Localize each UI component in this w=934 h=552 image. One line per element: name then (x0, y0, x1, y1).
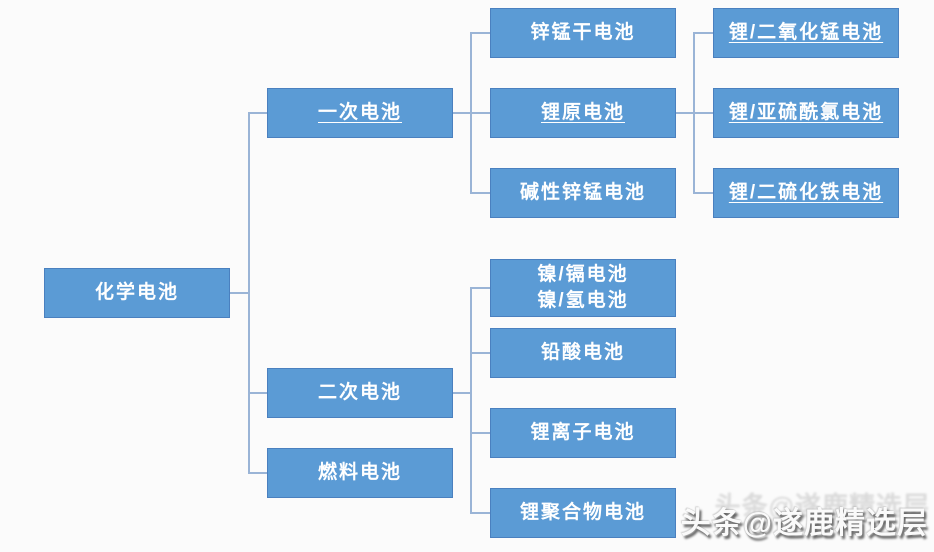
node-lead-acid-battery: 铅酸电池 (490, 328, 676, 378)
connector-branch-lead-acid (470, 352, 491, 354)
connector-secondary-trunk (453, 392, 471, 394)
connector-branch-alkaline (470, 192, 491, 194)
node-li-fes2-battery: 锂/二硫化铁电池 (713, 168, 899, 218)
node-label: 燃料电池 (317, 462, 402, 483)
connector-branch-zinc-manganese (470, 32, 491, 34)
node-chemical-battery: 化学电池 (44, 268, 230, 318)
connector-branch-secondary (248, 392, 268, 394)
node-zinc-manganese-dry-battery: 锌锰干电池 (490, 8, 676, 58)
node-label: 铅酸电池 (540, 342, 625, 363)
node-label-line2: 镍/氢电池 (537, 290, 629, 311)
watermark: 头条@遂鹿精选层 (680, 507, 928, 540)
node-label: 二次电池 (317, 382, 402, 403)
connector-branch-li-polymer (470, 512, 491, 514)
connector-trunk-primary (470, 32, 472, 194)
node-alkaline-zinc-manganese-battery: 碱性锌锰电池 (490, 168, 676, 218)
node-lithium-ion-battery: 锂离子电池 (490, 408, 676, 458)
connector-trunk-level1 (248, 112, 250, 474)
connector-lithium-children (676, 112, 714, 114)
watermark-container: 头条@遂鹿精选层 头条@遂鹿精选层 (680, 491, 929, 550)
node-label: 锂离子电池 (530, 422, 636, 443)
node-label: 锂聚合物电池 (519, 502, 646, 523)
node-nickel-cadmium-hydrogen-battery: 镍/镉电池 镍/氢电池 (490, 259, 676, 317)
connector-trunk-secondary (470, 287, 472, 514)
node-label: 锂原电池 (540, 102, 625, 123)
connector-primary-children (453, 112, 491, 114)
node-label: 锂/亚硫酰氯电池 (728, 102, 884, 123)
node-label: 锌锰干电池 (530, 22, 636, 43)
node-fuel-cell: 燃料电池 (267, 448, 453, 498)
node-label: 锂/二氧化锰电池 (728, 22, 884, 43)
node-secondary-battery: 二次电池 (267, 368, 453, 418)
node-li-mno2-battery: 锂/二氧化锰电池 (713, 8, 899, 58)
connector-branch-li-ion (470, 432, 491, 434)
connector-root-trunk (230, 292, 249, 294)
connector-branch-primary (248, 112, 268, 114)
node-lithium-primary-battery: 锂原电池 (490, 88, 676, 138)
connector-trunk-lithium (693, 32, 695, 194)
connector-branch-li-mno2 (693, 32, 714, 34)
node-label: 一次电池 (317, 102, 402, 123)
node-label-line1: 镍/镉电池 (537, 264, 629, 285)
connector-branch-nickel (470, 287, 491, 289)
node-li-socl2-battery: 锂/亚硫酰氯电池 (713, 88, 899, 138)
node-label: 碱性锌锰电池 (519, 182, 646, 203)
node-lithium-polymer-battery: 锂聚合物电池 (490, 488, 676, 538)
watermark-ghost: 头条@遂鹿精选层 (714, 491, 930, 521)
node-primary-battery: 一次电池 (267, 88, 453, 138)
connector-branch-fuel (248, 472, 268, 474)
node-label: 化学电池 (94, 282, 179, 303)
node-label: 锂/二硫化铁电池 (728, 182, 884, 203)
connector-branch-li-fes2 (693, 192, 714, 194)
